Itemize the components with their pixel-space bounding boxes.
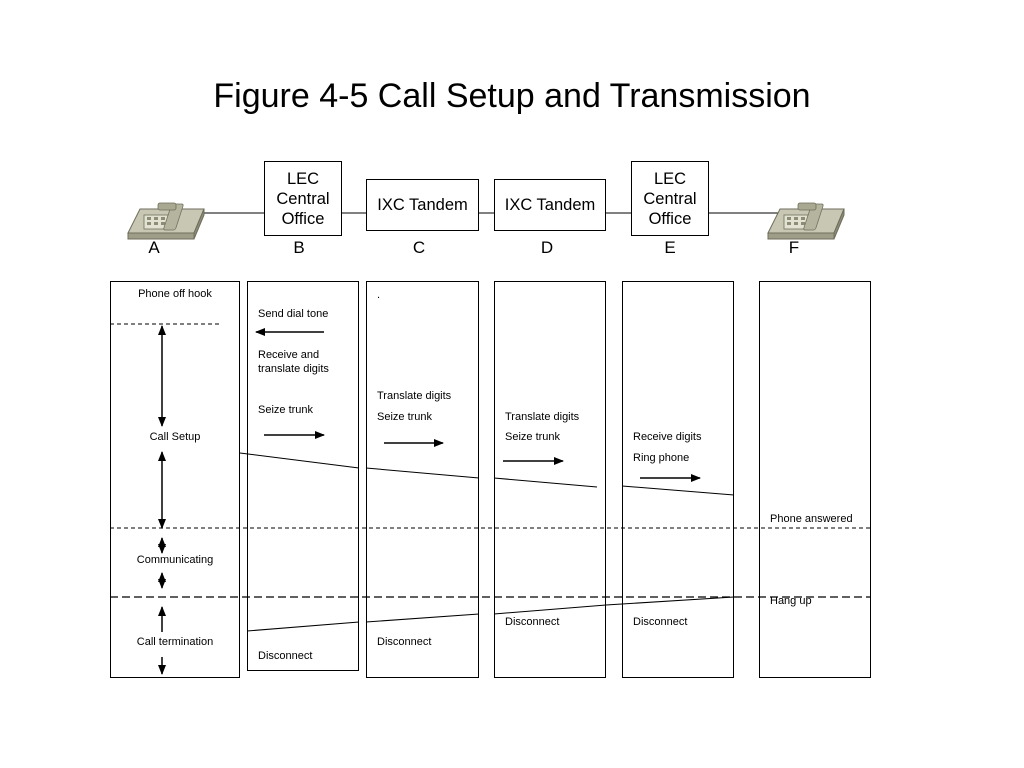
ixc-tandem-c: IXC Tandem (366, 179, 479, 231)
label-disconnect-c: Disconnect (377, 636, 432, 648)
termination-path-e (605, 596, 735, 606)
label-dot-c: . (377, 289, 381, 301)
label-receive-digits: Receive digits (633, 431, 702, 443)
label-call-setup: Call Setup (149, 431, 201, 443)
lec-central-office-b: LEC Central Office (264, 161, 342, 236)
termination-path-d (493, 604, 607, 615)
node-label-d: D (540, 238, 554, 257)
column-e (622, 281, 734, 678)
column-c (366, 281, 479, 678)
lec-central-office-e: LEC Central Office (631, 161, 709, 236)
node-label-f: F (788, 238, 800, 257)
telephone-icon (767, 202, 845, 240)
label-call-termination: Call termination (136, 636, 214, 648)
page-title: Figure 4-5 Call Setup and Transmission (213, 77, 811, 115)
label-disconnect-e: Disconnect (633, 616, 688, 628)
label-phone-off-hook: Phone off hook (138, 288, 212, 300)
column-b (247, 281, 359, 671)
label-hang-up: Hang up (770, 595, 812, 607)
column-f (759, 281, 871, 678)
label-translate-digits-c: Translate digits (377, 390, 452, 402)
node-label-a: A (148, 238, 160, 257)
telephone-icon (127, 202, 205, 240)
label-seize-trunk-d: Seize trunk (505, 431, 561, 443)
termination-path-b (246, 621, 360, 632)
setup-path-e (621, 485, 735, 496)
label-communicating: Communicating (136, 554, 214, 566)
label-seize-trunk-c: Seize trunk (377, 411, 433, 423)
ixc-tandem-d: IXC Tandem (494, 179, 606, 231)
label-phone-answered: Phone answered (770, 513, 853, 525)
label-ring-phone: Ring phone (633, 452, 690, 464)
label-disconnect-d: Disconnect (505, 616, 560, 628)
node-label-c: C (412, 238, 426, 257)
label-seize-trunk-b: Seize trunk (258, 404, 314, 416)
setup-path-d (493, 477, 598, 488)
column-d (494, 281, 606, 678)
setup-path-b (239, 452, 360, 469)
label-translate-digits-d: Translate digits (505, 411, 580, 423)
node-label-e: E (664, 238, 676, 257)
label-send-dial-tone: Send dial tone (258, 308, 329, 320)
termination-path-c (365, 613, 480, 623)
label-disconnect-b: Disconnect (258, 650, 313, 662)
node-label-b: B (293, 238, 305, 257)
setup-path-c (365, 467, 480, 479)
label-receive-translate: Receive and translate digits (258, 349, 329, 375)
column-a (110, 281, 240, 678)
